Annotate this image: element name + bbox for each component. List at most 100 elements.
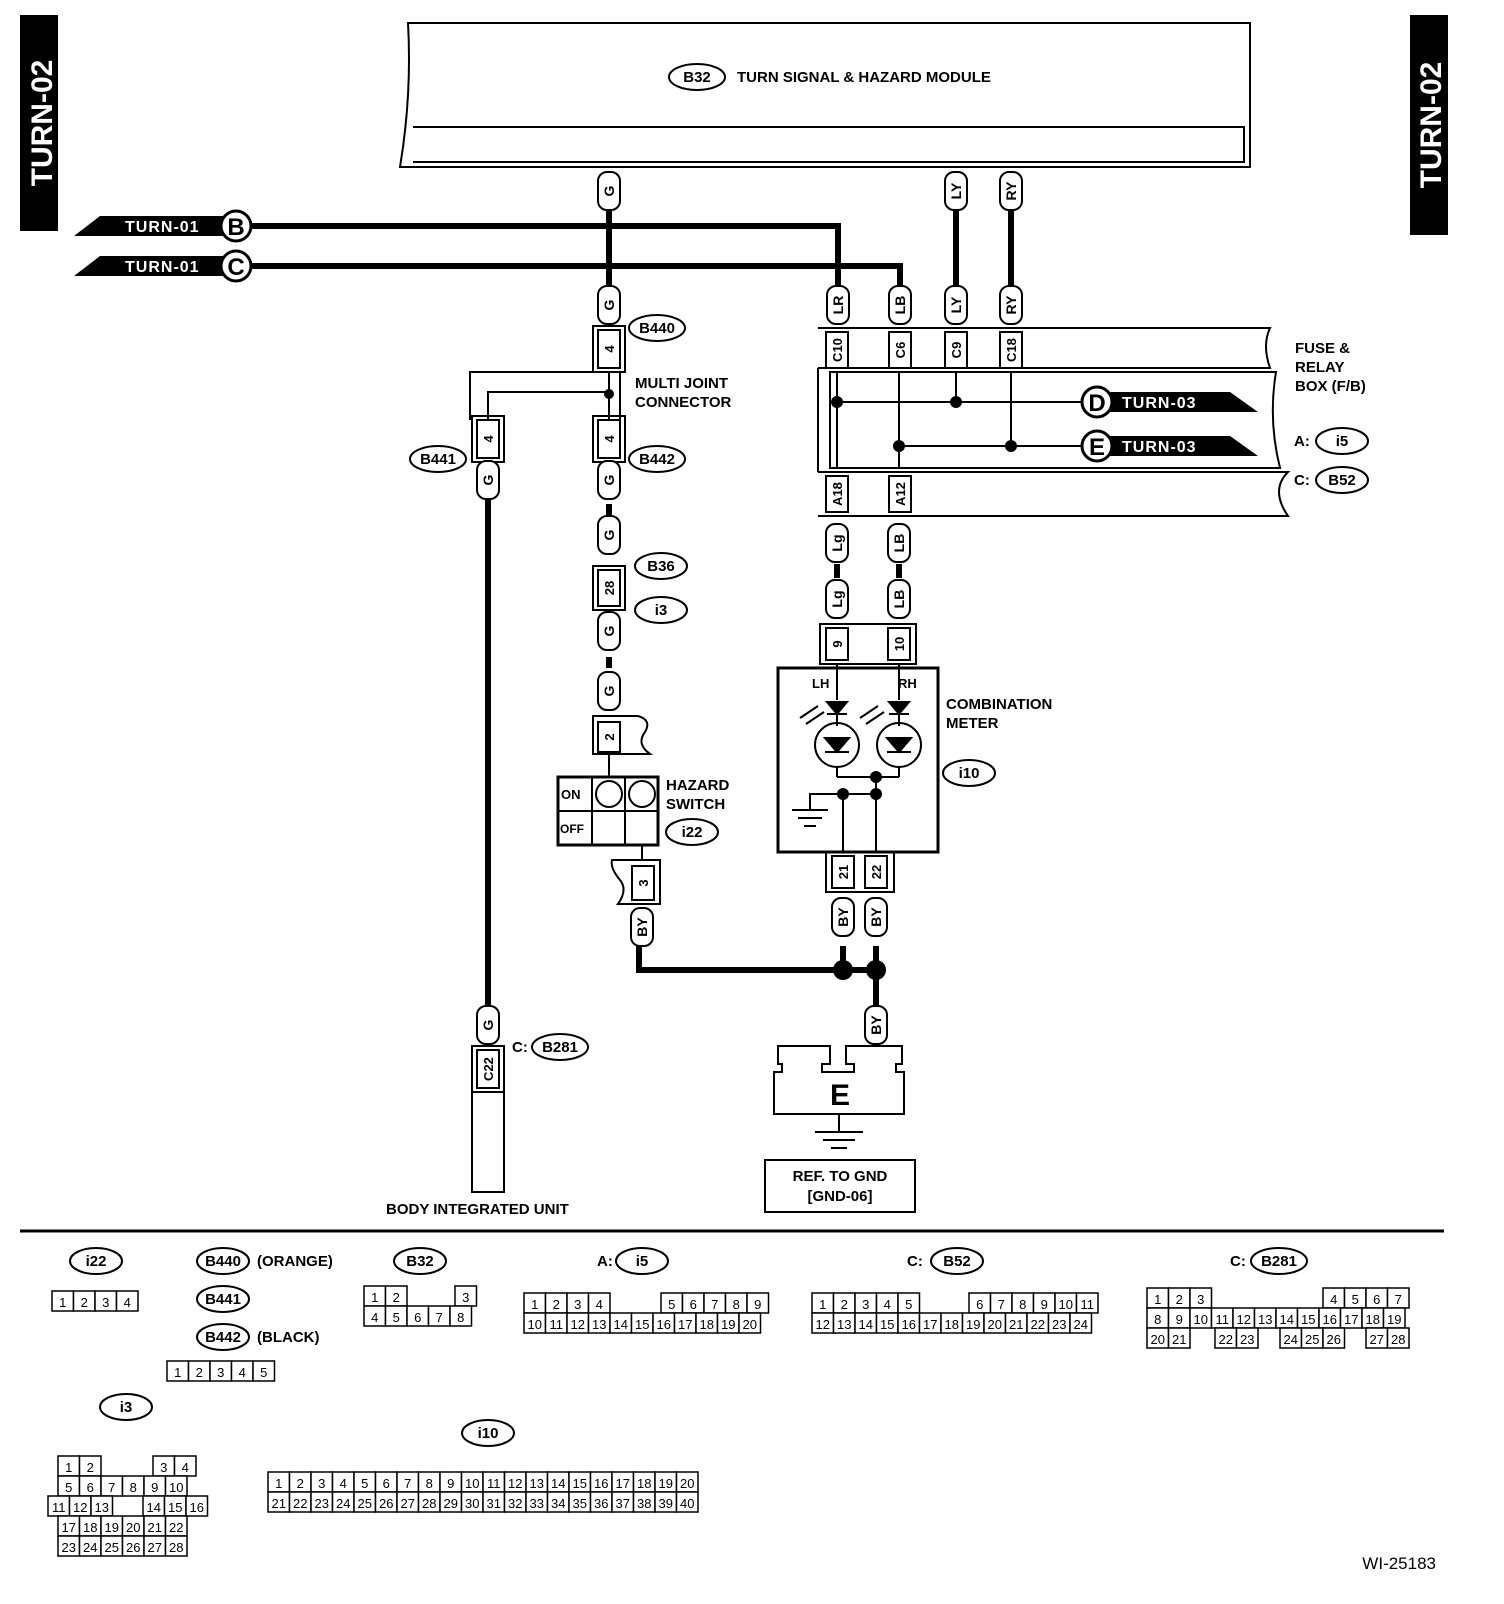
grid-i3-pin-19-label: 19 <box>105 1520 119 1535</box>
grid-i10-pin-36-label: 36 <box>594 1496 608 1511</box>
grid-b281-pin-17-label: 17 <box>1344 1312 1358 1327</box>
svg-text:A:: A: <box>597 1253 613 1270</box>
grid-b52-pin-10-label: 10 <box>1059 1297 1073 1312</box>
grid-i3-pin-25-label: 25 <box>105 1540 119 1555</box>
grid-i3-pin-4-label: 4 <box>182 1460 189 1475</box>
svg-text:BY: BY <box>868 1015 884 1035</box>
grid-i3-pin-3-label: 3 <box>160 1460 167 1475</box>
grid-i3-pin-6-label: 6 <box>87 1480 94 1495</box>
grid-i10-pin-38-label: 38 <box>637 1496 651 1511</box>
grid-i10-pin-22-label: 22 <box>293 1496 307 1511</box>
turn-signal-hazard-module: B32 TURN SIGNAL & HAZARD MODULE <box>398 22 1251 168</box>
wire-label-g-2: G <box>597 285 621 325</box>
grid-b281-pin-28-label: 28 <box>1391 1332 1405 1347</box>
grid-b52-pin-24-cell <box>1069 1312 1093 1334</box>
svg-text:BY: BY <box>634 917 650 937</box>
svg-text:LB: LB <box>892 296 908 315</box>
right-side-tab: TURN-02 <box>1410 15 1448 235</box>
grid-i3-pin-28-cell <box>164 1535 188 1557</box>
svg-text:A18: A18 <box>830 482 845 506</box>
grid-i10-pin-24-label: 24 <box>336 1496 350 1511</box>
svg-text:E: E <box>830 1079 850 1112</box>
grid-b281-pin-13-label: 13 <box>1258 1312 1272 1327</box>
svg-text:C:: C: <box>512 1039 528 1056</box>
wire-label-ry-1: RY <box>999 171 1023 211</box>
grid-b52-pin-12-label: 12 <box>816 1317 830 1332</box>
svg-text:LY: LY <box>948 182 964 199</box>
grid-b32-pin-8-cell <box>449 1305 473 1327</box>
svg-text:C: C <box>227 254 244 281</box>
grid-i5-pin-3-label: 3 <box>574 1297 581 1312</box>
svg-text:B52: B52 <box>1328 472 1356 489</box>
svg-text:B36: B36 <box>647 558 675 575</box>
svg-text:TURN-01: TURN-01 <box>125 219 200 236</box>
grid-b281-pin-23-label: 23 <box>1240 1332 1254 1347</box>
grid-i22-pin-2-label: 2 <box>81 1295 88 1310</box>
grid-b52-pin-1-label: 1 <box>819 1297 826 1312</box>
grid-i3-pin-28-label: 28 <box>169 1540 183 1555</box>
grid-b281-pin-25-label: 25 <box>1305 1332 1319 1347</box>
grid-i22-pin-4-label: 4 <box>124 1295 131 1310</box>
grid-i5-pin-20-cell <box>738 1312 762 1334</box>
grid-b281-pin-26-cell <box>1322 1327 1346 1349</box>
grid-b52-pin-18-label: 18 <box>945 1317 959 1332</box>
legend-b32: B32 <box>393 1247 447 1275</box>
grid-b32-pin-5-label: 5 <box>393 1310 400 1325</box>
grid-i5-pin-2-label: 2 <box>553 1297 560 1312</box>
svg-text:3: 3 <box>636 879 651 886</box>
grid-b281-pin-4-label: 4 <box>1330 1292 1337 1307</box>
grid-i3-pin-5-label: 5 <box>65 1480 72 1495</box>
grid-b52-pin-16-label: 16 <box>902 1317 916 1332</box>
svg-text:4: 4 <box>602 345 617 353</box>
svg-text:G: G <box>601 625 617 636</box>
wire-label-g-4: G <box>597 460 621 500</box>
grid-b32-pin-8-label: 8 <box>457 1310 464 1325</box>
legend-i10: i10 <box>461 1419 515 1447</box>
grid-i10-pin-5-label: 5 <box>361 1476 368 1491</box>
svg-text:C6: C6 <box>893 342 908 359</box>
grid-i5-pin-18-label: 18 <box>700 1317 714 1332</box>
svg-text:MULTI JOINT: MULTI JOINT <box>635 375 728 392</box>
svg-text:Lg: Lg <box>829 590 845 607</box>
svg-text:FUSE &: FUSE & <box>1295 340 1350 357</box>
grid-i3-pin-14-label: 14 <box>147 1500 161 1515</box>
grid-b281-pin-20-label: 20 <box>1151 1332 1165 1347</box>
grid-b52-pin-19-label: 19 <box>966 1317 980 1332</box>
grid-b52-pin-20-label: 20 <box>988 1317 1002 1332</box>
grid-i3-pin-8-label: 8 <box>130 1480 137 1495</box>
grid-b32-pin-7-label: 7 <box>436 1310 443 1325</box>
svg-text:BOX (F/B): BOX (F/B) <box>1295 378 1366 395</box>
grid-i3-pin-12-label: 12 <box>73 1500 87 1515</box>
grid-i10-pin-27-label: 27 <box>401 1496 415 1511</box>
svg-text:D: D <box>1088 390 1105 417</box>
svg-text:E: E <box>1089 434 1105 461</box>
grid-b281-pin-11-label: 11 <box>1216 1312 1230 1327</box>
off-page-b: TURN-01 B <box>74 209 253 243</box>
svg-text:BY: BY <box>835 907 851 927</box>
grid-b281-pin-23-cell <box>1235 1327 1259 1349</box>
svg-text:C9: C9 <box>949 342 964 359</box>
grid-b281-pin-3-label: 3 <box>1197 1292 1204 1307</box>
svg-text:21: 21 <box>836 865 851 879</box>
wire-label-ly-1: LY <box>944 171 968 211</box>
svg-text:B441: B441 <box>420 451 456 468</box>
svg-text:RELAY: RELAY <box>1295 359 1344 376</box>
svg-text:C10: C10 <box>830 338 845 362</box>
body-integrated-unit: G C22 C: B281 BODY INTEGRATED UNIT <box>386 1005 589 1218</box>
grid-i10-pin-14-label: 14 <box>551 1476 565 1491</box>
grid-i10-pin-40-label: 40 <box>680 1496 694 1511</box>
svg-text:B442: B442 <box>205 1329 241 1346</box>
multi-joint-connector: 4 B440 MULTI JOINT CONNECTOR 4 4 B441 B4… <box>409 314 732 473</box>
grid-i3-pin-23-label: 23 <box>62 1540 76 1555</box>
wire-junctions <box>833 960 886 980</box>
svg-text:A12: A12 <box>893 482 908 506</box>
grid-i3-pin-15-label: 15 <box>168 1500 182 1515</box>
grid-b440-pin-5-cell <box>252 1360 276 1382</box>
grid-i3-pin-26-label: 26 <box>126 1540 140 1555</box>
svg-text:LY: LY <box>948 296 964 313</box>
grid-i10-pin-30-label: 30 <box>465 1496 479 1511</box>
grid-i5-pin-11-label: 11 <box>550 1317 564 1332</box>
grid-b281-pin-18-label: 18 <box>1366 1312 1380 1327</box>
wire-label-lb-1: LB <box>888 285 912 325</box>
